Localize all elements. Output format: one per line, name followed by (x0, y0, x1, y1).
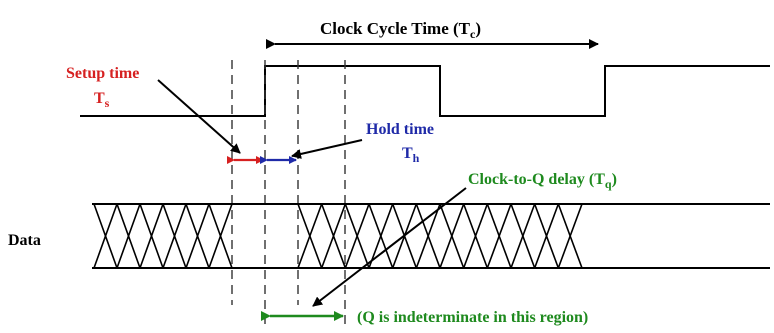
data-transition-stroke (320, 203, 347, 269)
data-transition-stroke (510, 203, 536, 269)
setup-pointer-arrow (157, 79, 241, 154)
clock-waveform (80, 65, 770, 117)
data-bus (92, 203, 770, 269)
data-transition-stroke (415, 203, 441, 269)
data-transitions-left (93, 203, 233, 269)
data-transition-stroke (139, 203, 164, 269)
data-transition-stroke (391, 203, 418, 269)
hold-pointer-arrow (291, 139, 363, 159)
indeterminate-note: (Q is indeterminate in this region) (357, 309, 588, 326)
clock-cycle-title: Clock Cycle Time (Tc) (320, 19, 481, 41)
data-transition-stroke (344, 203, 370, 269)
data-transition-stroke (486, 203, 512, 269)
clock-to-q-label: Clock-to-Q delay (Tq) (468, 171, 617, 191)
data-transition-stroke (297, 203, 323, 269)
reference-dashes (231, 60, 346, 325)
data-transitions-right (297, 203, 583, 269)
data-transition-stroke (462, 203, 489, 269)
hold-time-label: Hold time (366, 121, 434, 138)
hold-time-symbol: Th (402, 145, 420, 165)
data-transition-stroke (116, 203, 141, 269)
data-transition-stroke (208, 203, 233, 269)
data-transition-stroke (93, 203, 118, 269)
data-transition-stroke (557, 203, 583, 269)
setup-time-symbol: Ts (94, 90, 110, 110)
setup-time-label: Setup time (66, 65, 139, 82)
data-label: Data (8, 232, 41, 249)
data-transition-stroke (185, 203, 210, 269)
data-transition-stroke (368, 203, 394, 269)
data-transition-stroke (439, 203, 465, 269)
data-transition-stroke (162, 203, 187, 269)
clock-to-q-pointer-arrow (312, 187, 467, 307)
data-transition-stroke (533, 203, 560, 269)
